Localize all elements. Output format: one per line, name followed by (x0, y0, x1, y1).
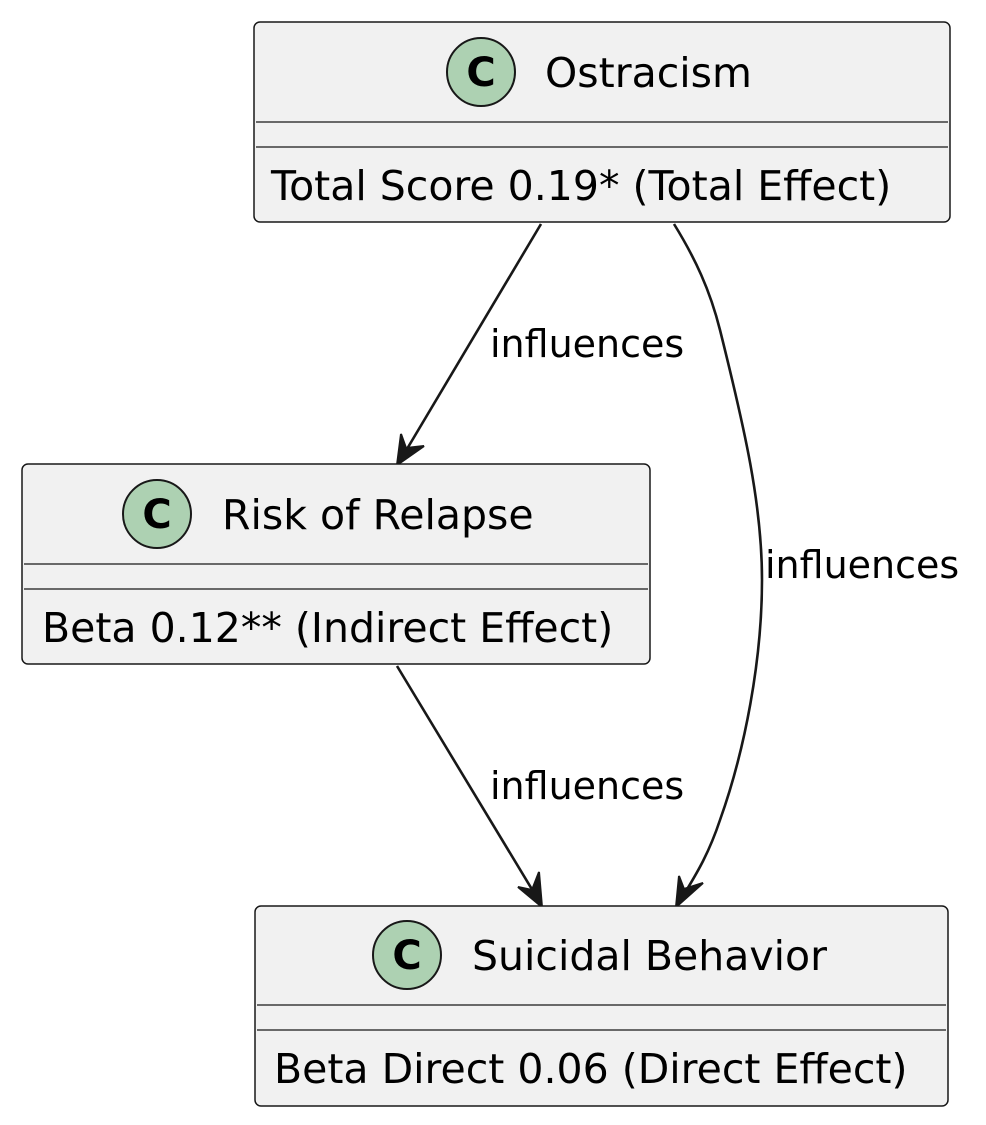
class-name: Ostracism (545, 49, 752, 97)
class-icon-letter: C (142, 492, 171, 538)
class-icon-letter: C (466, 50, 495, 96)
class-name: Suicidal Behavior (472, 932, 827, 980)
class-suicidal-behavior: C Suicidal Behavior Beta Direct 0.06 (Di… (254, 905, 949, 1107)
class-ostracism: C Ostracism Total Score 0.19* (Total Eff… (253, 21, 951, 223)
edge-label: influences (765, 543, 959, 587)
class-icon-letter: C (392, 933, 421, 979)
edge-label: influences (490, 764, 684, 808)
edge-line (402, 223, 543, 455)
arrow-head (517, 871, 544, 910)
class-field: Beta Direct 0.06 (Direct Effect) (274, 1045, 907, 1093)
class-icon (372, 920, 442, 990)
class-icon (446, 37, 516, 107)
class-field: Total Score 0.19* (Total Effect) (270, 162, 891, 210)
edge-relapse-to-suicidal: influences (395, 665, 684, 910)
class-risk-of-relapse: C Risk of Relapse Beta 0.12** (Indirect … (21, 463, 651, 665)
edge-ostracism-to-relapse: influences (395, 223, 684, 468)
edge-line (672, 223, 764, 897)
edge-ostracism-to-suicidal: influences (672, 223, 959, 910)
arrow-head (395, 433, 425, 468)
edge-line (395, 665, 538, 897)
class-field: Beta 0.12** (Indirect Effect) (42, 604, 613, 652)
class-name: Risk of Relapse (222, 491, 534, 539)
class-icon (122, 479, 192, 549)
edge-label: influences (490, 322, 684, 366)
arrow-head (674, 875, 704, 910)
